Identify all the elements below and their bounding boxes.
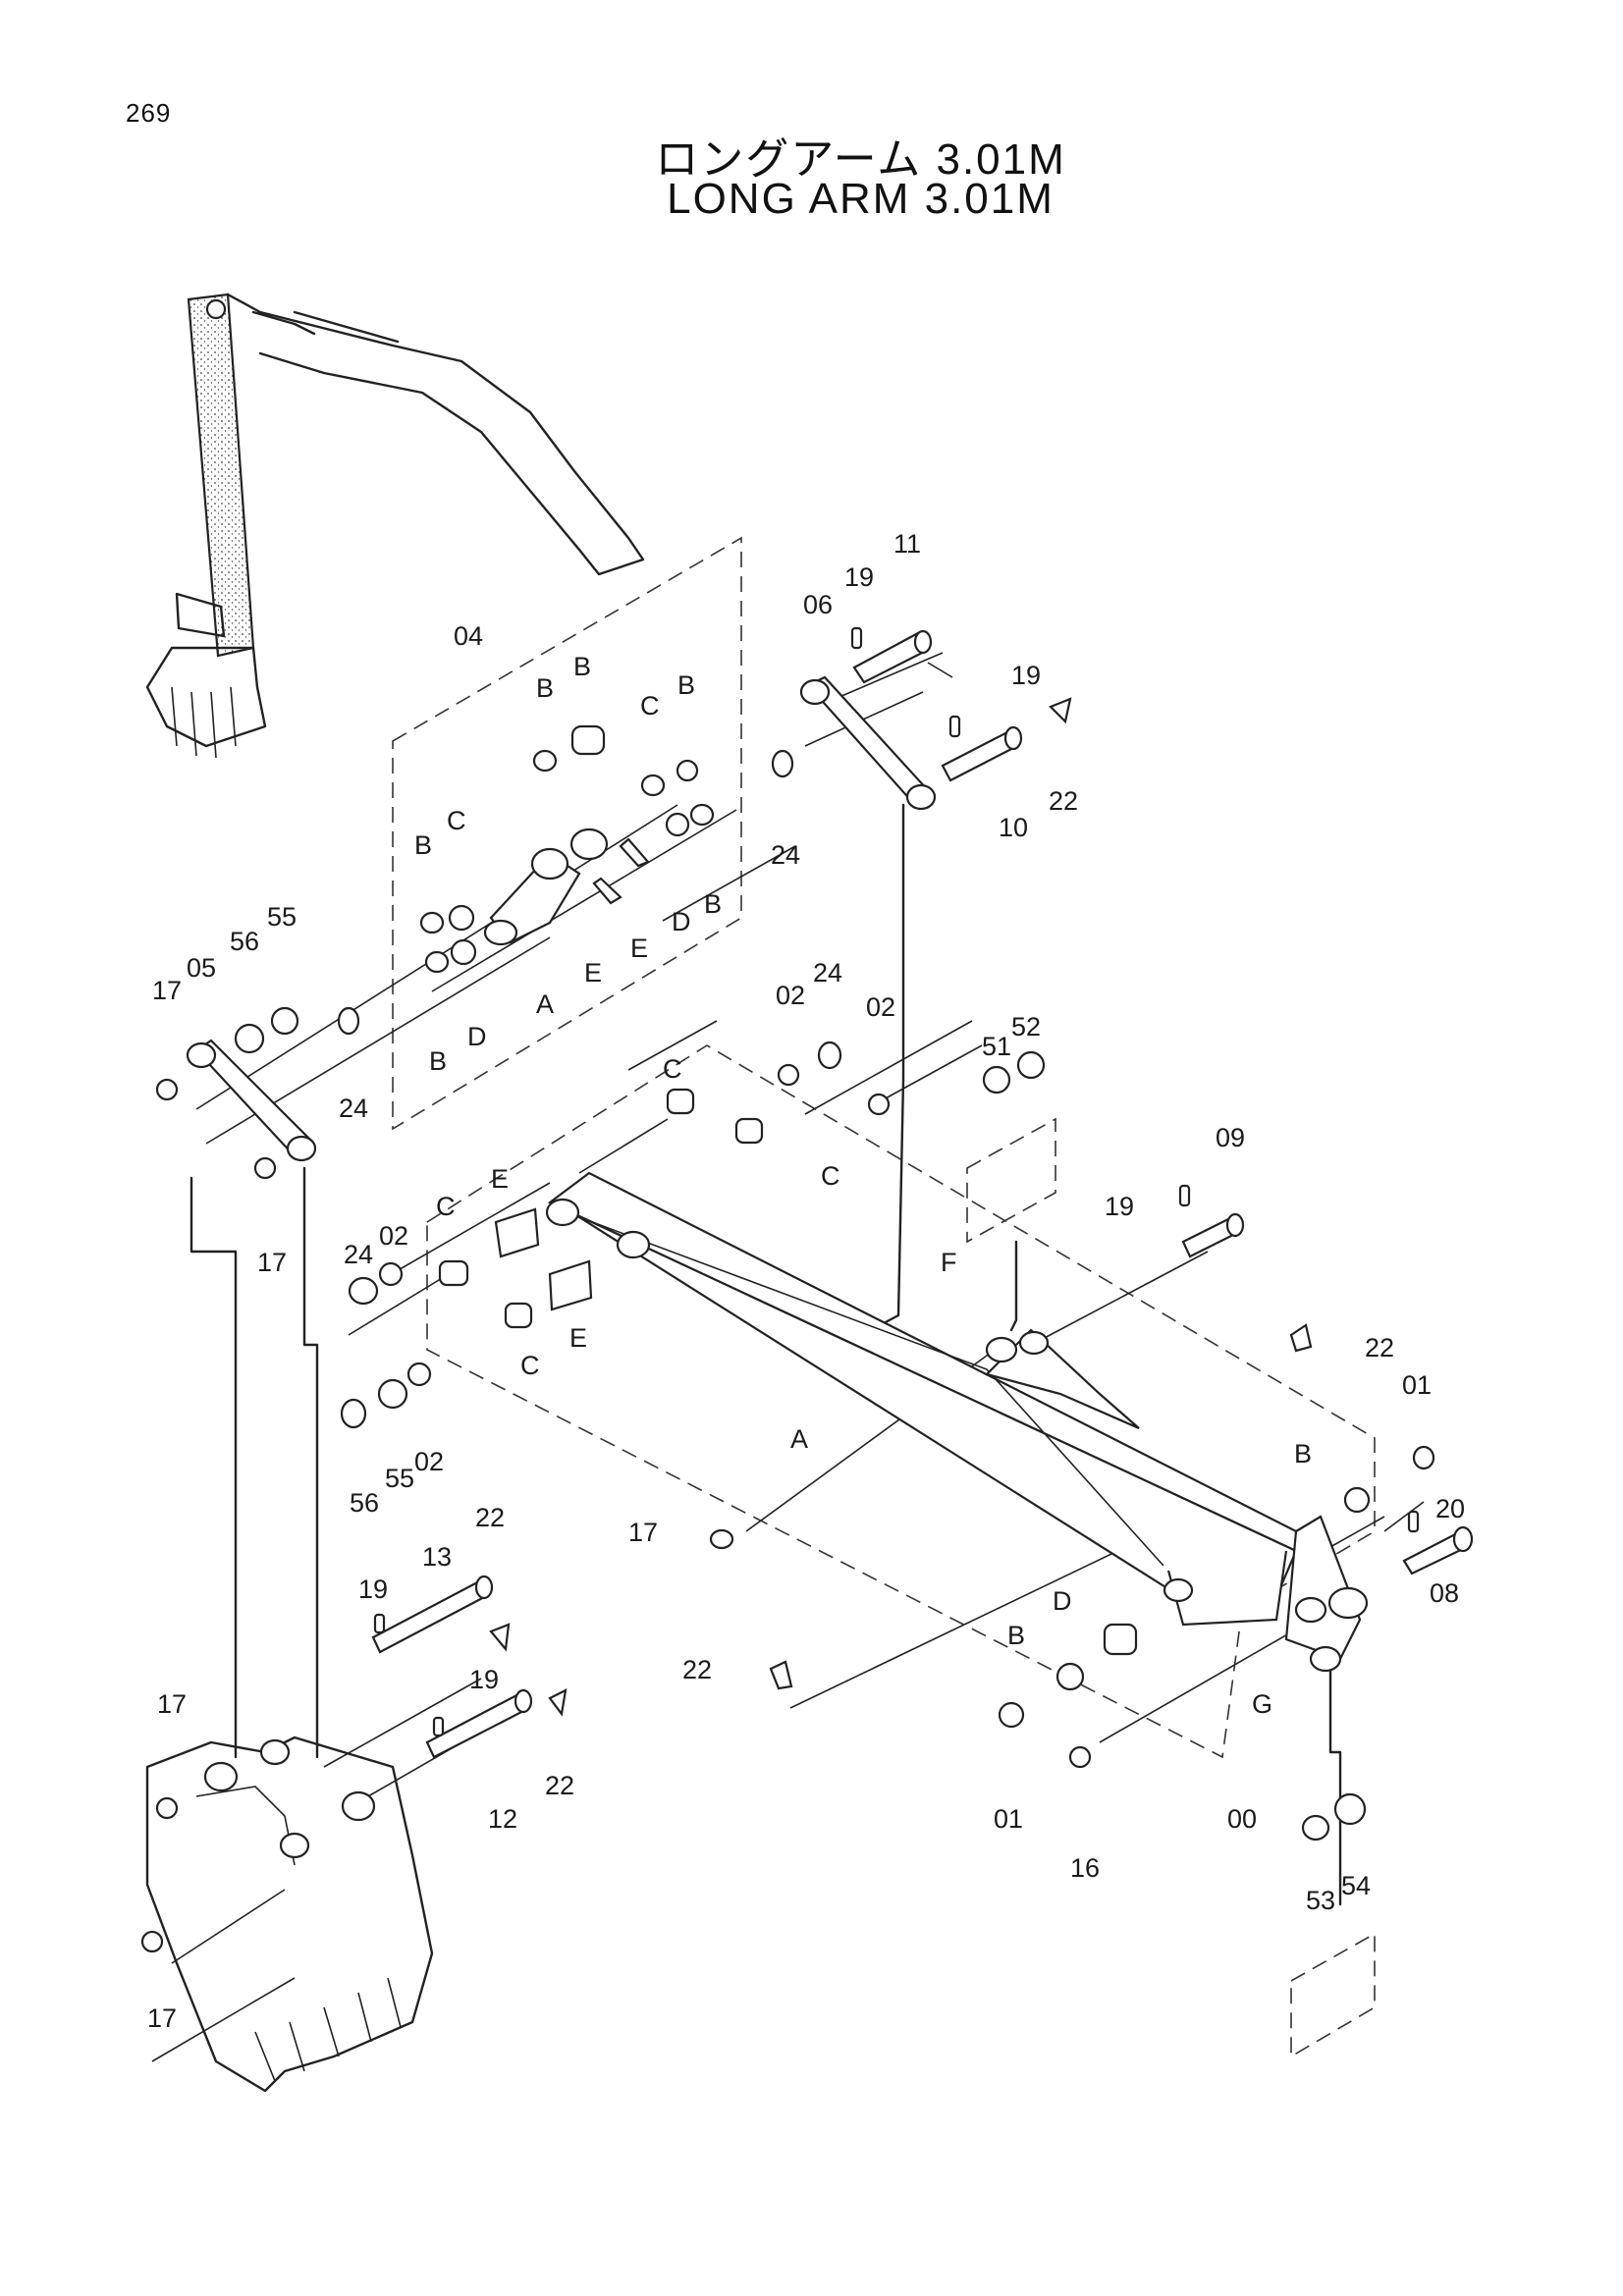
callout-56: 56 [230, 927, 259, 956]
callout-labels: 04 06 11 19 19 22 10 24 B B B C B C D B … [147, 529, 1465, 2033]
callout-E: E [584, 958, 602, 988]
callout-24: 24 [813, 958, 842, 988]
callout-D: D [672, 907, 691, 936]
title-japanese: ロングアーム 3.01M [655, 135, 1066, 184]
callout-24: 24 [771, 840, 800, 870]
callout-17: 17 [152, 976, 182, 1005]
callout-13: 13 [422, 1542, 452, 1572]
links-05-06 [186, 675, 937, 1162]
callout-55: 55 [267, 902, 297, 932]
callout-E: E [491, 1164, 509, 1194]
callout-11: 11 [893, 529, 921, 559]
callout-C: C [436, 1192, 456, 1221]
callout-53: 53 [1306, 1886, 1335, 1915]
callout-56: 56 [350, 1488, 379, 1518]
callout-B: B [429, 1046, 447, 1076]
callout-22: 22 [1365, 1333, 1394, 1362]
callout-01: 01 [1402, 1370, 1432, 1400]
arm-body [545, 1171, 1369, 1673]
callout-19: 19 [1011, 661, 1041, 690]
callout-02: 02 [414, 1447, 444, 1476]
callout-09: 09 [1216, 1123, 1245, 1152]
callout-01: 01 [994, 1804, 1023, 1834]
callout-C: C [663, 1054, 682, 1084]
callout-17: 17 [257, 1248, 287, 1277]
callout-22: 22 [682, 1655, 712, 1684]
callout-C: C [520, 1351, 540, 1380]
callout-19: 19 [844, 562, 874, 592]
callout-B: B [536, 673, 554, 703]
callout-A: A [790, 1424, 808, 1454]
callout-20: 20 [1435, 1494, 1465, 1523]
callout-06: 06 [803, 590, 833, 619]
callout-19: 19 [358, 1575, 388, 1604]
excavator-boom-sketch [145, 293, 645, 759]
callout-08: 08 [1430, 1578, 1459, 1608]
callout-24: 24 [339, 1094, 368, 1123]
callout-02: 02 [866, 992, 895, 1022]
callout-C: C [640, 691, 660, 721]
callout-04: 04 [454, 621, 483, 651]
link-04-assembly [419, 724, 715, 974]
callout-E: E [630, 934, 648, 963]
callout-22: 22 [1049, 786, 1078, 816]
callout-F: F [941, 1248, 957, 1277]
callout-22: 22 [475, 1503, 505, 1532]
callout-05: 05 [187, 953, 216, 983]
callout-00: 00 [1227, 1804, 1257, 1834]
callout-02: 02 [776, 981, 805, 1010]
callout-12: 12 [488, 1804, 517, 1834]
callout-D: D [467, 1022, 487, 1051]
callout-G: G [1252, 1689, 1272, 1719]
callout-17: 17 [147, 2003, 177, 2033]
callout-55: 55 [385, 1464, 414, 1493]
callout-17: 17 [628, 1518, 658, 1547]
callout-D: D [1053, 1586, 1072, 1616]
page-number: 269 [126, 98, 172, 128]
small-parts [140, 626, 1474, 1953]
callout-B: B [1007, 1621, 1025, 1650]
callout-54: 54 [1341, 1871, 1371, 1900]
callout-C: C [447, 806, 466, 835]
callout-19: 19 [1105, 1192, 1134, 1221]
callout-B: B [414, 830, 432, 860]
callout-02: 02 [379, 1221, 408, 1251]
group-boxes [392, 536, 1376, 2058]
callout-22: 22 [545, 1771, 574, 1800]
callout-B: B [1294, 1439, 1312, 1468]
callout-B: B [573, 652, 591, 681]
callout-B: B [677, 670, 695, 700]
callout-19: 19 [469, 1665, 499, 1694]
bucket-sketch [145, 1735, 434, 2093]
callout-52: 52 [1011, 1012, 1041, 1041]
title-english: LONG ARM 3.01M [667, 175, 1055, 223]
callout-17: 17 [157, 1689, 187, 1719]
callout-16: 16 [1070, 1853, 1100, 1883]
callout-10: 10 [999, 813, 1028, 842]
callout-51: 51 [982, 1032, 1011, 1061]
callout-E: E [569, 1323, 587, 1353]
callout-B: B [704, 889, 722, 919]
callout-C: C [821, 1161, 840, 1191]
callout-24: 24 [344, 1240, 373, 1269]
callout-A: A [536, 989, 554, 1019]
